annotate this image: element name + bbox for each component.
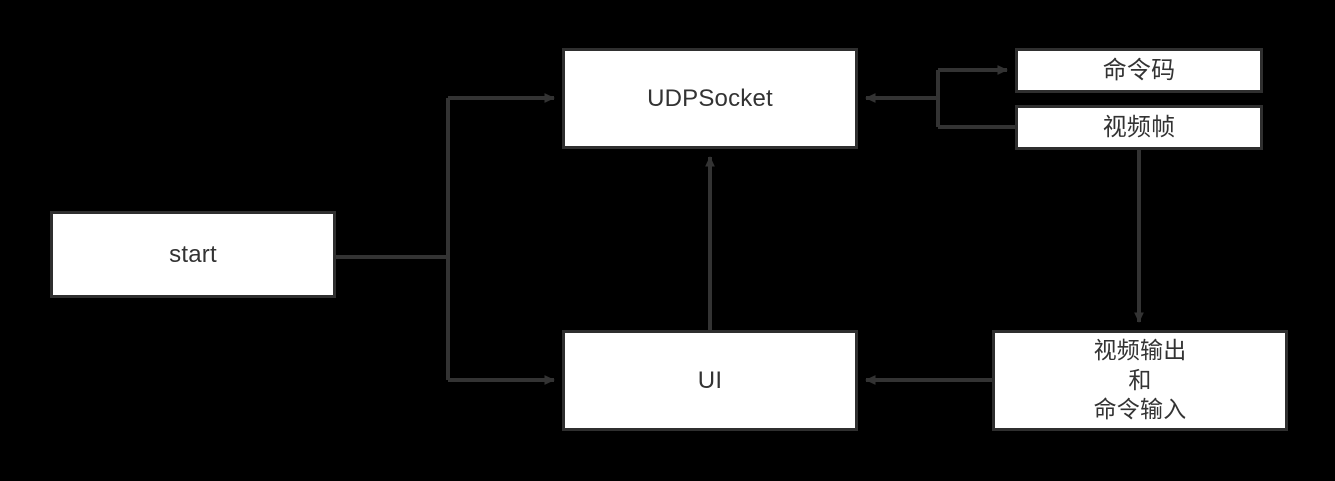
node-command-code[interactable]: 命令码 — [1015, 48, 1263, 93]
node-video-frame[interactable]: 视频帧 — [1015, 105, 1263, 150]
node-ui[interactable]: UI — [562, 330, 858, 431]
node-udpsocket[interactable]: UDPSocket — [562, 48, 858, 149]
node-video-output-command-input[interactable]: 视频输出 和 命令输入 — [992, 330, 1288, 431]
node-start[interactable]: start — [50, 211, 336, 298]
